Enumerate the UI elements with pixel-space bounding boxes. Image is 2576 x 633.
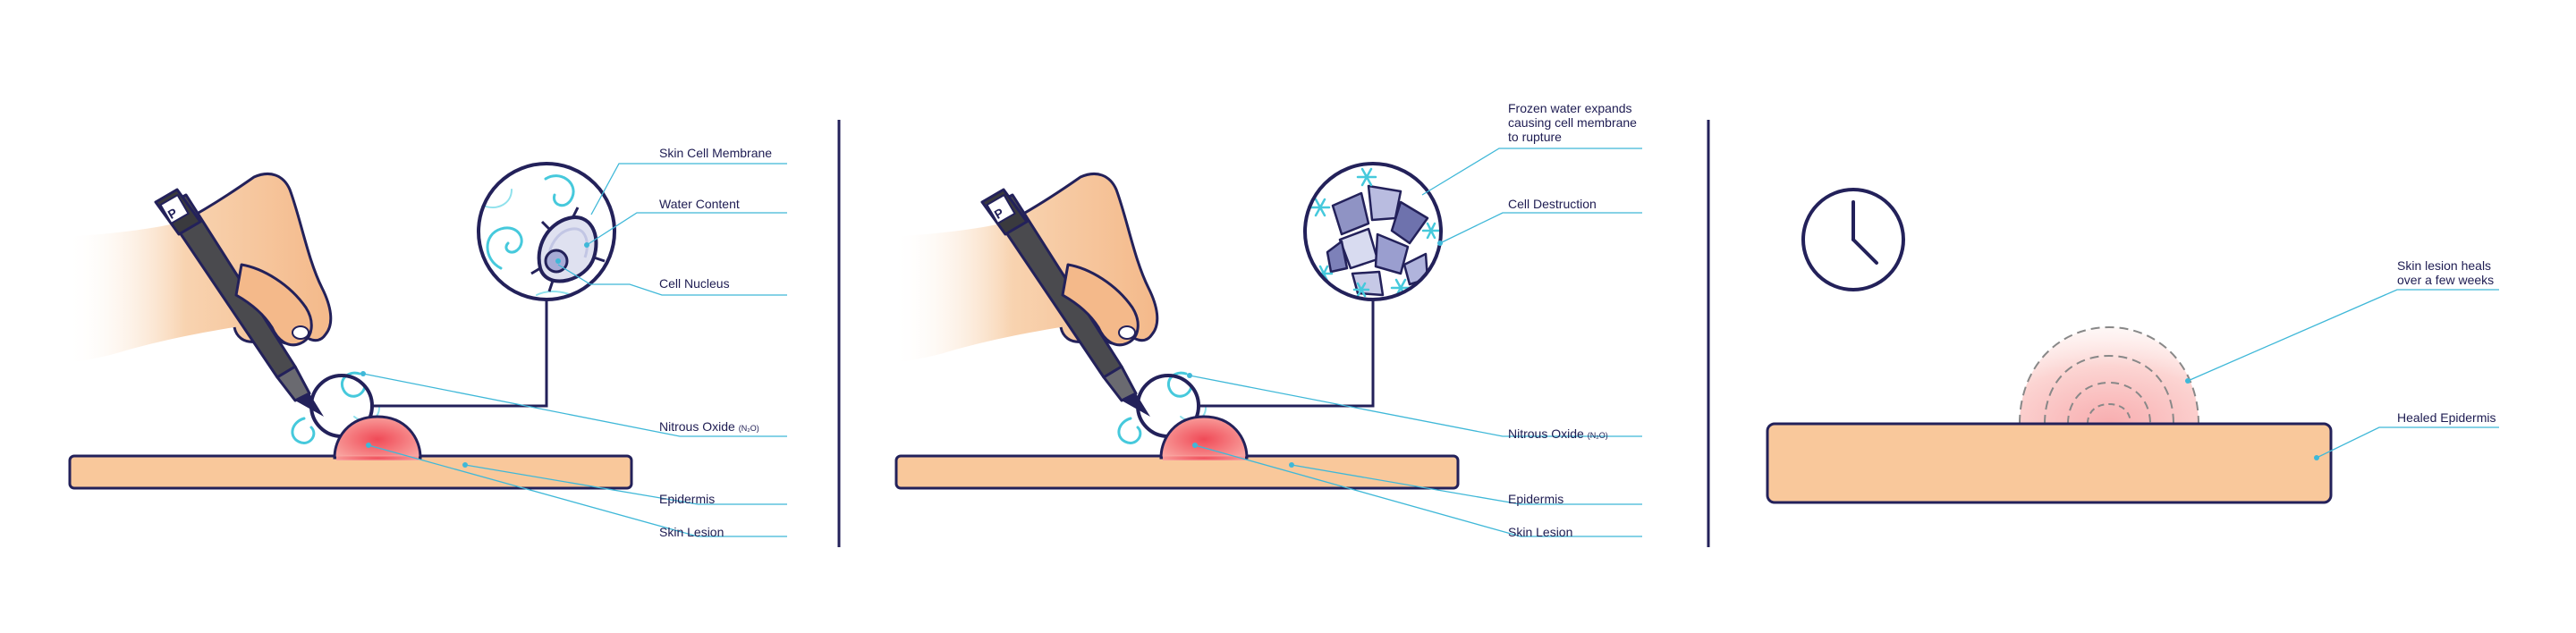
- label-water-content: Water Content: [659, 197, 740, 211]
- label-cell-destruction: Cell Destruction: [1508, 197, 1597, 211]
- panel-2-cell-destruction: Frozen water expands causing cell membra…: [891, 101, 1642, 539]
- label-skin-cell-membrane: Skin Cell Membrane: [659, 146, 772, 160]
- label-skin-lesion: Skin Lesion: [1508, 525, 1572, 539]
- label-frozen-water-line-3: to rupture: [1508, 130, 1562, 144]
- label-skin-lesion: Skin Lesion: [659, 525, 724, 539]
- clock-icon: [1801, 188, 1905, 291]
- label-epidermis: Epidermis: [1508, 492, 1563, 506]
- label-frozen-water-line-1: Frozen water expands: [1508, 101, 1632, 115]
- hand-holding-cryo-pen-icon: [64, 172, 333, 418]
- label-frozen-water-line-2: causing cell membrane: [1508, 115, 1637, 130]
- panel-1-freezing: Skin Cell Membrane Water Content Cell Nu…: [64, 146, 787, 539]
- skin-cell-zoom: [477, 162, 616, 301]
- label-cell-nucleus: Cell Nucleus: [659, 276, 730, 291]
- label-nitrous-oxide: Nitrous Oxide (N₂O): [659, 419, 759, 434]
- healed-epidermis-block: [1766, 422, 2333, 504]
- frozen-cell-zoom: [1303, 162, 1443, 301]
- hand-holding-cryo-pen-icon: [891, 172, 1159, 418]
- label-skin-lesion-heals-line-1: Skin lesion heals: [2397, 258, 2491, 273]
- label-epidermis: Epidermis: [659, 492, 715, 506]
- epidermis-with-lesion: [894, 415, 1460, 490]
- label-nitrous-oxide: Nitrous Oxide (N₂O): [1508, 426, 1608, 441]
- panel-3-healing: Skin lesion heals over a few weeks Heale…: [1766, 188, 2499, 504]
- label-skin-lesion-heals-line-2: over a few weeks: [2397, 273, 2494, 287]
- epidermis-with-lesion: [68, 415, 633, 490]
- label-healed-epidermis: Healed Epidermis: [2397, 410, 2496, 425]
- healing-lesion-rings: [2019, 325, 2199, 425]
